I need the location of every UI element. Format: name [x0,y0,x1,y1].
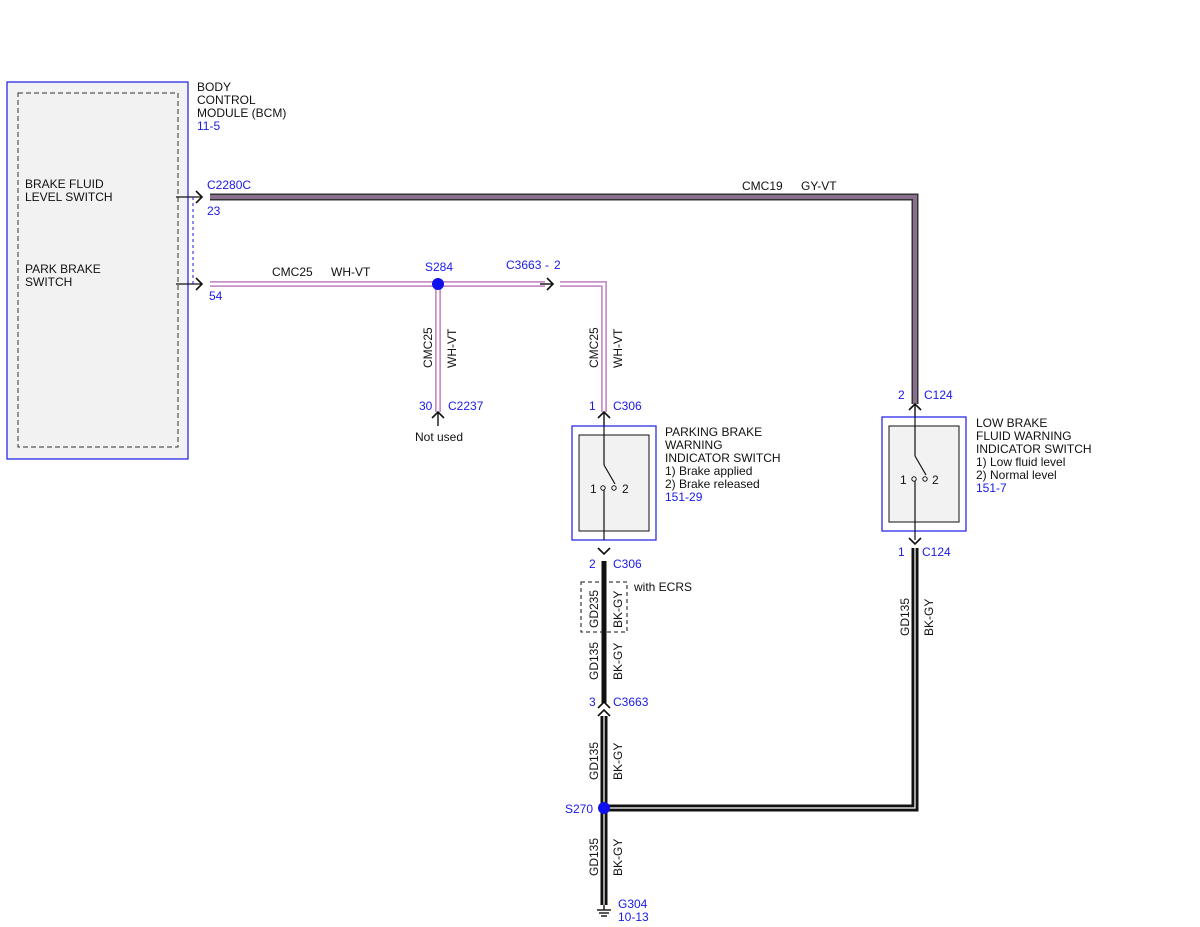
ecrs-option-box [580,581,628,633]
parking-switch-state-1: 1) Brake applied [665,464,752,478]
ground-symbol-icon [597,905,611,917]
wire-cmc19-circuit: CMC19 [742,179,783,193]
wire-cmc25-group [210,281,607,412]
bcm-module-inner-dashed [17,92,179,448]
low-fluid-switch-contact-2-label: 2 [932,473,939,487]
bcm-title-2: CONTROL [197,93,256,107]
splice-s284-label: S284 [425,260,453,274]
connector-arrow-c3663-3 [597,708,611,717]
parking-switch-title-2: WARNING [665,438,723,452]
pin-c124-2-label: 2 [898,388,905,402]
parking-switch-contact-2 [611,485,617,491]
connector-c124-bottom-label: C124 [922,545,951,559]
connector-c3663-lower-label: C3663 [613,695,649,709]
bcm-brake-fluid-label-2: LEVEL SWITCH [25,190,113,204]
parking-switch-state-2: 2) Brake released [665,477,760,491]
pin-c3663-3-label: 3 [589,695,596,709]
connector-c124-top-label: C124 [924,388,953,402]
bcm-title-1: BODY [197,80,231,94]
bcm-park-brake-label-1: PARK BRAKE [25,262,101,276]
connector-c3663-separator: - [545,258,549,272]
splice-s284 [432,278,444,290]
wire-gd135-upper-color: BK-GY [611,643,625,680]
connector-c2237-label: C2237 [448,399,484,413]
pin-c124-1-label: 1 [898,545,905,559]
low-fluid-switch-title-3: INDICATOR SWITCH [976,442,1092,456]
connector-c306-bottom-label: C306 [613,557,642,571]
pin-c306-2-label: 2 [589,557,596,571]
pin-30-label: 30 [419,399,433,413]
parking-switch-title-1: PARKING BRAKE [665,425,762,439]
low-fluid-switch-state-2: 2) Normal level [976,468,1057,482]
wire-cmc19-color: GY-VT [801,179,837,193]
connector-c306-top-label: C306 [613,399,642,413]
parking-switch-ref: 151-29 [665,490,703,504]
parking-switch-blade [603,464,616,485]
pin-54-label: 54 [209,289,223,303]
ecrs-option-note: with ECRS [633,580,692,594]
wire-gd135-right-color: BK-GY [922,599,936,636]
wire-cmc19 [210,195,917,404]
splice-s270-label: S270 [565,802,593,816]
not-used-note: Not used [415,430,463,444]
wire-gd135-right-circuit: GD135 [898,598,912,636]
connector-c2280c-label: C2280C [207,178,251,192]
connector-arrow-c124-1 [908,537,922,546]
parking-switch-contact-1 [600,485,606,491]
wire-gd135-upper-circuit: GD135 [587,642,601,680]
wire-gd135-lower-circuit: GD135 [587,838,601,876]
parking-switch-title-3: INDICATOR SWITCH [665,451,781,465]
low-fluid-switch-title-2: FLUID WARNING [976,429,1072,443]
wire-gd235-color: BK-GY [611,591,625,628]
low-fluid-switch-state-1: 1) Low fluid level [976,455,1065,469]
low-fluid-switch-contact-2 [922,476,928,482]
connector-arrow-c3663-3b [597,700,611,709]
wire-cmc25-branch-color: WH-VT [445,328,459,368]
low-fluid-switch-contact-1 [911,476,917,482]
pin-c306-1-label: 1 [589,399,596,413]
bcm-title-3: MODULE (BCM) [197,106,286,120]
wire-gd135-middle-color: BK-GY [611,743,625,780]
ground-g304-ref: 10-13 [618,910,649,924]
bcm-brake-fluid-label-1: BRAKE FLUID [25,177,104,191]
low-fluid-switch-blade [914,455,927,476]
low-fluid-switch-title-1: LOW BRAKE [976,416,1047,430]
connector-arrow-c306-2 [597,547,611,556]
splice-s270 [598,802,610,814]
connector-c3663-label: C3663 [506,258,542,272]
wire-cmc25-branch-circuit: CMC25 [421,327,435,368]
wire-gd135-horizontal [604,548,919,812]
bcm-park-brake-label-2: SWITCH [25,275,72,289]
wire-cmc19-outline [210,193,919,404]
bcm-module-box [6,81,189,460]
pin-23-label: 23 [207,204,221,218]
wire-cmc25-circuit: CMC25 [272,265,313,279]
wire-gd135-middle-circuit: GD135 [587,742,601,780]
wire-gd235-circuit: GD235 [587,590,601,628]
parking-switch-contact-1-label: 1 [590,482,597,496]
parking-switch-contact-2-label: 2 [622,482,629,496]
low-fluid-switch-ref: 151-7 [976,481,1007,495]
ground-g304-label: G304 [618,897,648,911]
wire-cmc25-switch-circuit: CMC25 [587,327,601,368]
wire-cmc25-switch-color: WH-VT [611,328,625,368]
low-fluid-switch-body [888,425,960,523]
wire-cmc25-color: WH-VT [331,265,371,279]
bcm-ref: 11-5 [197,119,220,133]
connector-arrow-c2280c-54 [195,277,204,291]
connector-arrow-c2280c-23 [195,190,204,204]
wire-gd135-lower-color: BK-GY [611,839,625,876]
low-fluid-switch-contact-1-label: 1 [900,473,907,487]
connector-c3663-pin: 2 [554,258,561,272]
